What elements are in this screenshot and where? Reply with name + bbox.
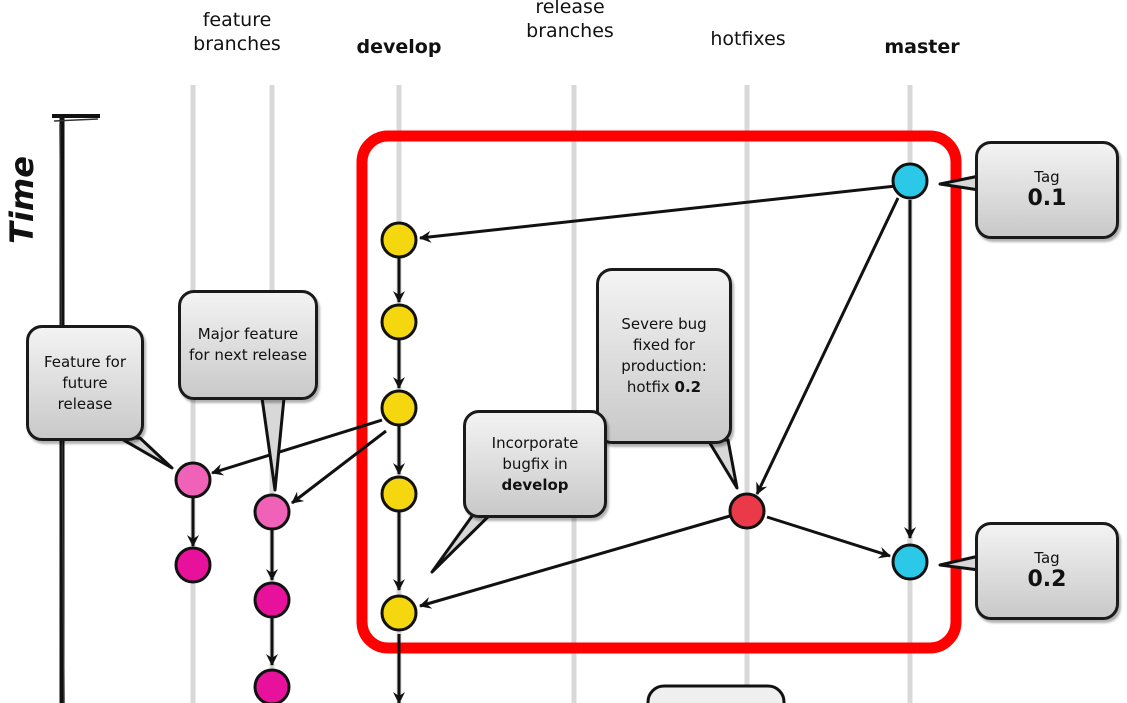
- commit-develop-5: [380, 594, 418, 632]
- header-release-branches: release branches: [526, 0, 614, 42]
- commit-develop-3: [380, 389, 418, 427]
- commit-develop-1: [380, 221, 418, 259]
- commit-feature-major-1: [253, 493, 291, 531]
- commits: [174, 162, 929, 703]
- header-develop: develop: [356, 36, 442, 58]
- commit-develop-4: [380, 475, 418, 513]
- header-master: master: [884, 36, 960, 58]
- tag-0-1: Tag 0.1: [975, 141, 1119, 239]
- tag-0-2: Tag 0.2: [975, 522, 1119, 620]
- time-axis-label: Time: [3, 156, 41, 244]
- commit-master-tag-0-2: [891, 543, 929, 581]
- header-feature-branches: feature branches: [193, 9, 281, 55]
- callout-partial-bottom: [646, 684, 786, 703]
- callout-major-feature: Major feature for next release: [178, 290, 318, 400]
- header-hotfixes: hotfixes: [710, 28, 786, 50]
- commit-feature-future-2: [174, 546, 212, 584]
- commit-hotfix: [728, 492, 766, 530]
- commit-develop-2: [380, 303, 418, 341]
- highlight-box: [356, 130, 962, 654]
- commit-master-tag-0-1: [891, 162, 929, 200]
- callout-severe-bug: Severe bug fixed for production: hotfix …: [596, 268, 732, 444]
- commit-feature-major-3: [253, 668, 291, 703]
- commit-feature-major-2: [253, 581, 291, 619]
- commit-arrows: [187, 184, 916, 703]
- callout-feature-future: Feature for future release: [26, 325, 144, 441]
- commit-feature-future-1: [174, 461, 212, 499]
